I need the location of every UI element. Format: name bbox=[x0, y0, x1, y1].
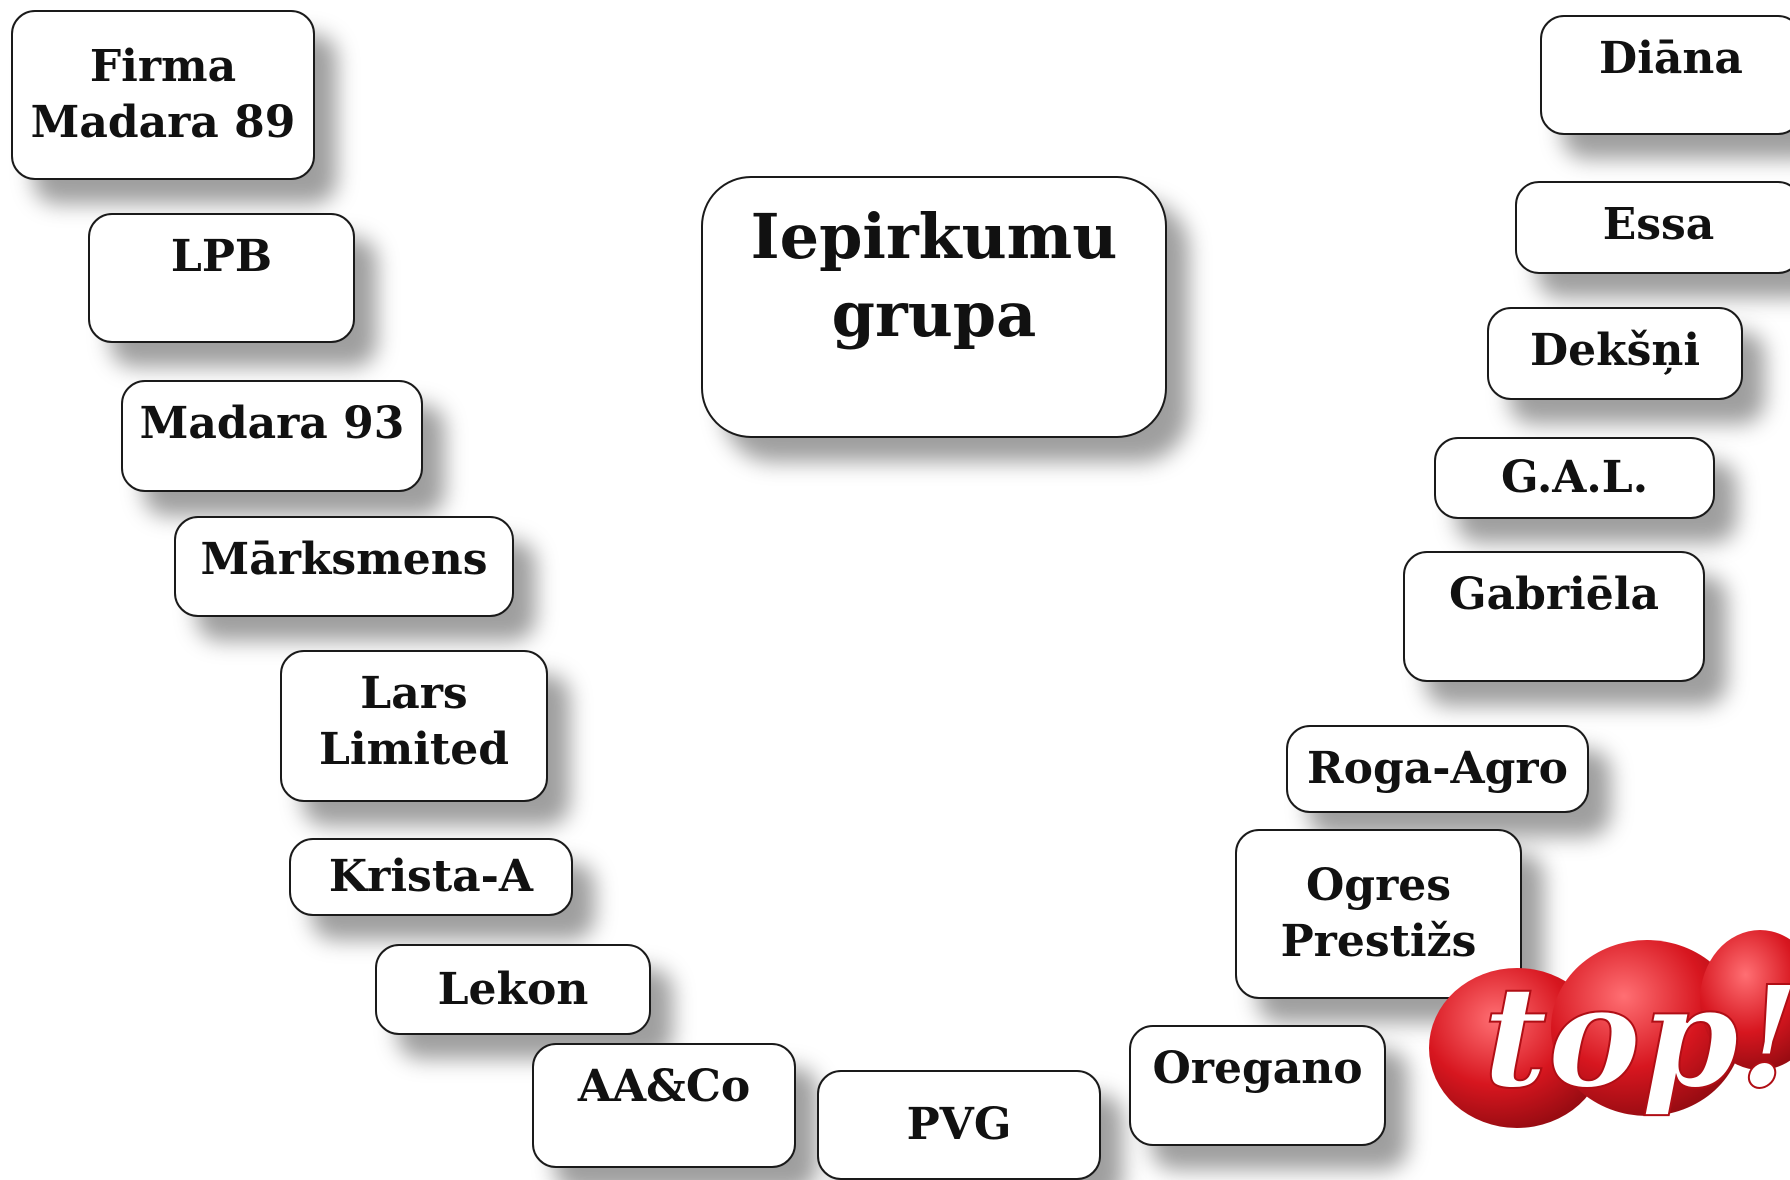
logo-text: top! bbox=[1483, 956, 1790, 1120]
box-label: G.A.L. bbox=[1500, 452, 1649, 503]
box-krista-a: Krista-A bbox=[289, 838, 573, 916]
box-label: Firma Madara 89 bbox=[30, 41, 296, 148]
logo-ball-2 bbox=[1551, 940, 1743, 1116]
box-label: Gabriēla bbox=[1449, 569, 1659, 620]
box-gal: G.A.L. bbox=[1434, 437, 1715, 519]
box-label: AA&Co bbox=[577, 1061, 751, 1112]
center-box-label: Iepirkumu grupa bbox=[750, 200, 1118, 351]
box-label: PVG bbox=[906, 1099, 1012, 1150]
box-roga-agro: Roga-Agro bbox=[1286, 725, 1589, 813]
box-oregano: Oregano bbox=[1129, 1025, 1386, 1146]
box-label: Krista-A bbox=[328, 851, 534, 902]
box-pvg: PVG bbox=[817, 1070, 1101, 1180]
box-madara-93: Madara 93 bbox=[121, 380, 423, 492]
box-ogres-prestizs: Ogres Prestižs bbox=[1235, 829, 1522, 999]
box-lars-limited: Lars Limited bbox=[280, 650, 548, 802]
center-box-iepirkumu-grupa: Iepirkumu grupa bbox=[701, 176, 1167, 438]
box-diana: Diāna bbox=[1540, 15, 1790, 135]
box-label: Oregano bbox=[1152, 1043, 1363, 1094]
box-label: Lekon bbox=[437, 963, 589, 1015]
box-label: Mārksmens bbox=[200, 534, 488, 585]
box-label: Madara 93 bbox=[139, 398, 405, 449]
box-label: Essa bbox=[1602, 199, 1715, 250]
box-label: Diāna bbox=[1599, 33, 1743, 84]
box-gabriela: Gabriēla bbox=[1403, 551, 1705, 682]
box-firma-madara-89: Firma Madara 89 bbox=[11, 10, 315, 180]
box-label: Lars Limited bbox=[318, 668, 509, 775]
box-aa-co: AA&Co bbox=[532, 1043, 796, 1168]
box-label: LPB bbox=[170, 231, 273, 282]
box-lpb: LPB bbox=[88, 213, 355, 343]
box-label: Ogres Prestižs bbox=[1280, 860, 1477, 967]
box-essa: Essa bbox=[1515, 181, 1790, 274]
box-deksni: Dekšņi bbox=[1487, 307, 1743, 400]
logo-ball-3 bbox=[1700, 930, 1790, 1070]
box-label: Roga-Agro bbox=[1307, 743, 1568, 794]
top-logo: top! bbox=[1429, 930, 1790, 1128]
box-marksmens: Mārksmens bbox=[174, 516, 514, 617]
box-lekon: Lekon bbox=[375, 944, 651, 1035]
box-label: Dekšņi bbox=[1529, 325, 1701, 376]
